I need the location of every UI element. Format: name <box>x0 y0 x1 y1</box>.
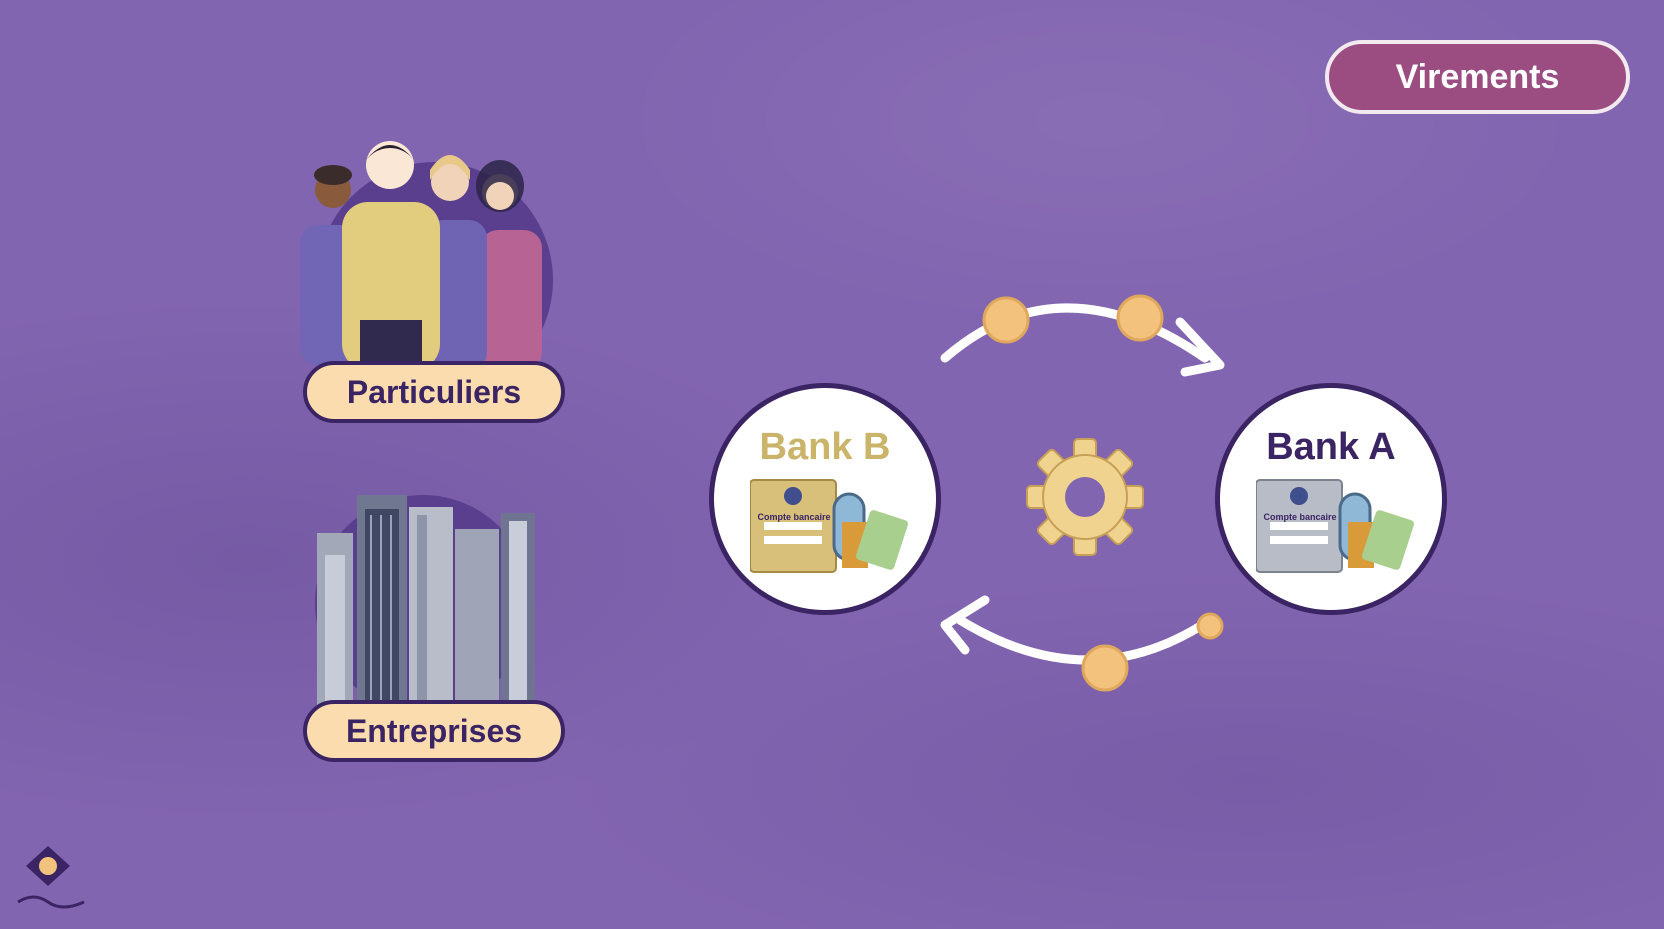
gear-icon <box>1026 438 1144 556</box>
office-towers-icon <box>315 495 535 710</box>
bank-a-circle: Bank A Compte bancaire <box>1215 383 1447 615</box>
top-flow-arrow <box>940 303 1210 363</box>
bank-b-circle: Bank B Compte bancaire <box>709 383 941 615</box>
entreprises-label: Entreprises <box>345 712 523 749</box>
account-caption-wrap: Compte bancaire <box>757 512 830 522</box>
bottom-arrowhead-icon <box>940 595 990 655</box>
particuliers-label: Particuliers <box>346 373 522 410</box>
virements-badge: Virements <box>1325 40 1630 114</box>
bank-b-name: Bank B <box>759 426 891 468</box>
bank-a-account-caption: Compte bancaire <box>1263 512 1336 522</box>
badge-label: Virements <box>1395 57 1560 96</box>
bank-b-account-caption: Compte bancaire <box>757 512 830 522</box>
bank-account-icon <box>750 479 909 573</box>
people-group-icon <box>300 141 553 370</box>
account-caption-wrap: Compte bancaire <box>1263 512 1336 522</box>
central-bank-logo-icon <box>17 846 85 909</box>
bank-account-icon <box>1256 479 1415 573</box>
bank-a-name: Bank A <box>1266 426 1396 468</box>
particuliers-label-pill: Particuliers <box>303 361 565 423</box>
entreprises-label-pill: Entreprises <box>303 700 565 762</box>
coin-icon <box>982 294 1224 692</box>
top-arrowhead-icon <box>1175 317 1225 377</box>
bottom-flow-arrow <box>955 615 1215 665</box>
